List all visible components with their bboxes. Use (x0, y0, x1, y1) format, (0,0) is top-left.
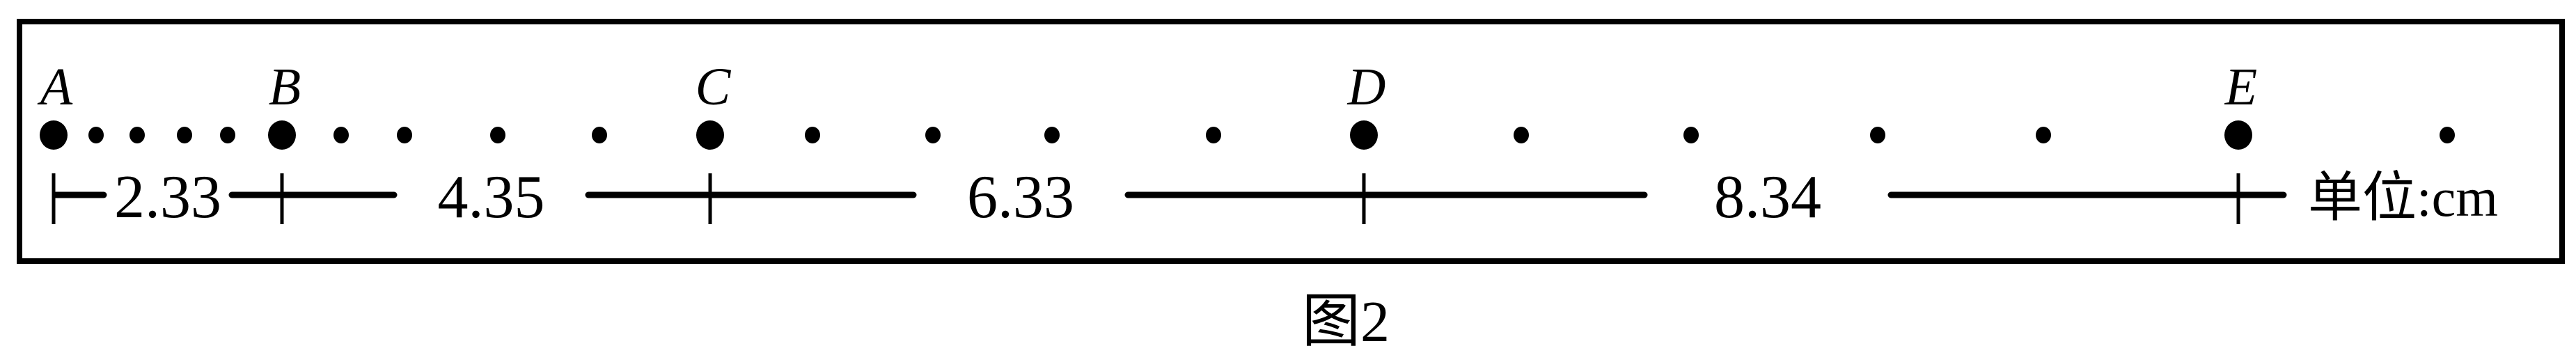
distance-label-1: 4.35 (438, 164, 545, 231)
distance-label-0: 2.33 (114, 164, 221, 231)
point-label-E: E (2224, 58, 2257, 116)
count-point-dot-E (2224, 120, 2252, 150)
point-label-B: B (269, 58, 301, 116)
count-point-dot-C (696, 120, 724, 150)
tape-dot (2036, 127, 2051, 143)
tape-dot (1044, 127, 1060, 143)
point-label-D: D (1347, 58, 1386, 116)
tape-dot (1206, 127, 1221, 143)
tape-dot (333, 127, 349, 143)
tape-frame (17, 19, 2565, 264)
tape-dot (177, 127, 192, 143)
distance-label-2: 6.33 (967, 164, 1074, 231)
point-label-C: C (696, 58, 732, 116)
tape-dot (805, 127, 820, 143)
tape-dot (925, 127, 941, 143)
tape-dot (88, 127, 104, 143)
figure-caption: 图2 (1302, 290, 1390, 354)
distance-label-3: 8.34 (1714, 164, 1821, 231)
tape-dot (129, 127, 145, 143)
unit-label: 单位:cm (2308, 167, 2498, 228)
tape-dot (397, 127, 412, 143)
tape-dot (592, 127, 607, 143)
tape-dot (220, 127, 235, 143)
tape-dot (1683, 127, 1699, 143)
tape-dot (2440, 127, 2455, 143)
count-point-dot-A (40, 120, 68, 150)
count-point-dot-B (268, 120, 296, 150)
tape-dot (1514, 127, 1529, 143)
tape-dot (490, 127, 505, 143)
tape-dot (1870, 127, 1885, 143)
point-label-A: A (37, 58, 73, 116)
count-point-dot-D (1350, 120, 1378, 150)
